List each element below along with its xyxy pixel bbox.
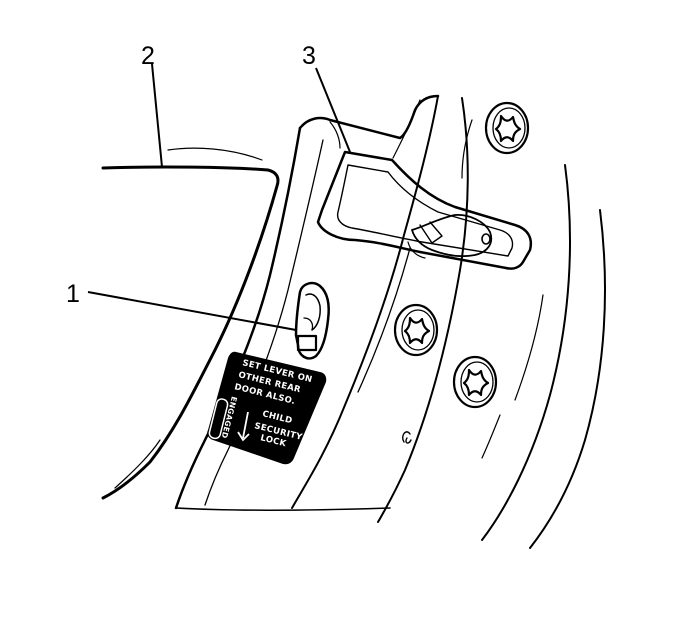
screw-middle [393,303,439,357]
callout-3: 3 [302,42,316,70]
jamb-mark [401,431,412,444]
door-panel [101,147,280,500]
decal-engaged-slot [208,398,229,440]
child-lock-lever [294,281,330,360]
body-pillar [377,97,606,549]
door-latch [316,150,532,270]
callout-1: 1 [66,280,80,308]
callout-2: 2 [141,42,155,70]
screw-bottom [452,355,498,409]
decal-arrow-icon [237,411,250,442]
leader-line-2 [151,63,163,168]
leader-lines [87,63,351,331]
child-lock-decal: SET LEVER ON OTHER REAR DOOR ALSO. ENGAG… [207,351,327,465]
leader-line-1 [87,291,297,331]
screw-top [484,101,530,155]
leader-line-3 [315,67,351,153]
door-jamb-frame [174,94,440,512]
